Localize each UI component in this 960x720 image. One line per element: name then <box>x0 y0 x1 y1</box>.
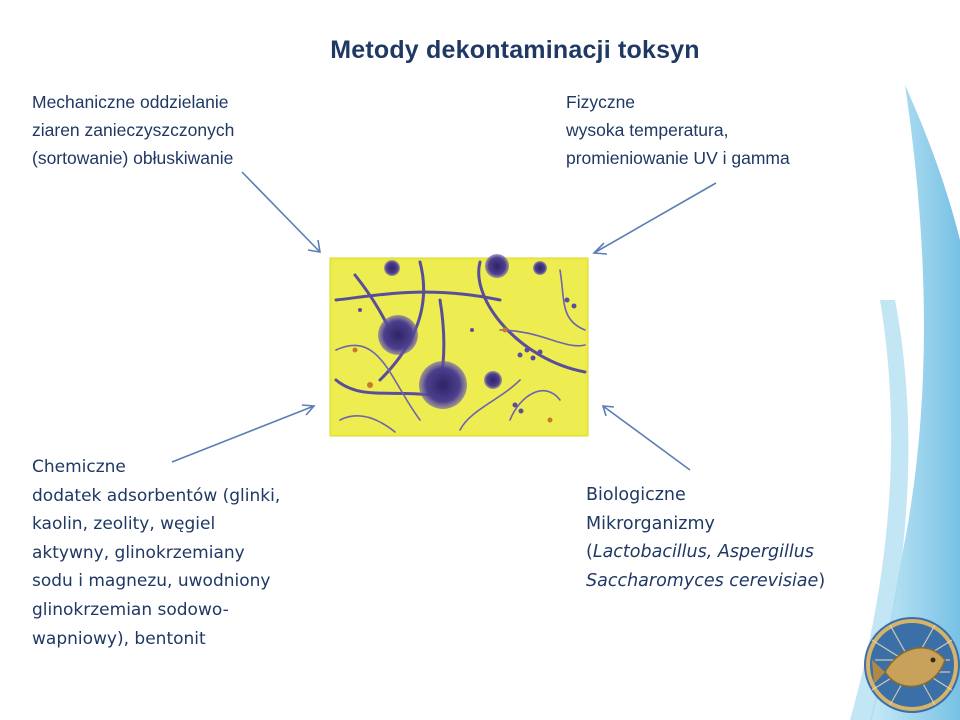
chemical-heading: Chemiczne <box>32 457 126 477</box>
physical-method-block: Fizyczne wysoka temperatura, promieniowa… <box>566 88 790 172</box>
biological-species-2: Saccharomyces cerevisiae <box>586 570 819 591</box>
arrow-mechanical <box>241 171 321 253</box>
arrow-biological <box>602 405 691 471</box>
right-wave-decoration <box>870 85 960 720</box>
mechanical-line-3: (sortowanie) obłuskiwanie <box>32 148 234 168</box>
page-title: Metody dekontaminacji toksyn <box>330 36 700 64</box>
biological-close-paren: ) <box>818 570 826 591</box>
arrow-physical <box>593 182 717 254</box>
biological-heading: Biologiczne <box>586 485 686 505</box>
biological-species-1: Lactobacillus, Aspergillus <box>592 542 814 562</box>
biological-method-block: Biologiczne Mikrorganizmy (Lactobacillus… <box>586 481 825 595</box>
chemical-line-1: dodatek adsorbentów (glinki, <box>32 485 281 506</box>
physical-heading: Fizyczne <box>566 92 636 112</box>
biological-open-paren: ( <box>586 542 593 562</box>
chemical-line-2: kaolin, zeolity, węgiel <box>32 514 216 535</box>
arrow-chemical <box>171 405 315 463</box>
mechanical-line-1: Mechaniczne oddzielanie <box>32 92 229 112</box>
chemical-method-block: Chemiczne dodatek adsorbentów (glinki, k… <box>32 453 280 653</box>
chemical-line-3: aktywny, glinokrzemiany <box>32 542 245 563</box>
aspergillus-micrograph-icon <box>329 254 589 437</box>
physical-line-1: wysoka temperatura, <box>566 120 729 140</box>
chemical-line-4: sodu i magnezu, uwodniony <box>32 571 271 592</box>
biological-line-3: Saccharomyces cerevisiae) <box>586 567 825 596</box>
fish-emblem-logo-icon <box>864 617 960 713</box>
mechanical-line-2: ziaren zanieczyszczonych <box>32 120 235 140</box>
chemical-line-6: wapniowy), bentonit <box>32 628 206 649</box>
arrows-group <box>171 171 717 471</box>
biological-line-1: Mikrorganizmy <box>586 513 715 534</box>
biological-line-2: (Lactobacillus, Aspergillus <box>586 538 825 567</box>
mechanical-method-block: Mechaniczne oddzielanie ziaren zanieczys… <box>32 88 234 172</box>
chemical-line-5: glinokrzemian sodowo- <box>32 599 229 620</box>
physical-line-2: promieniowanie UV i gamma <box>566 148 790 168</box>
